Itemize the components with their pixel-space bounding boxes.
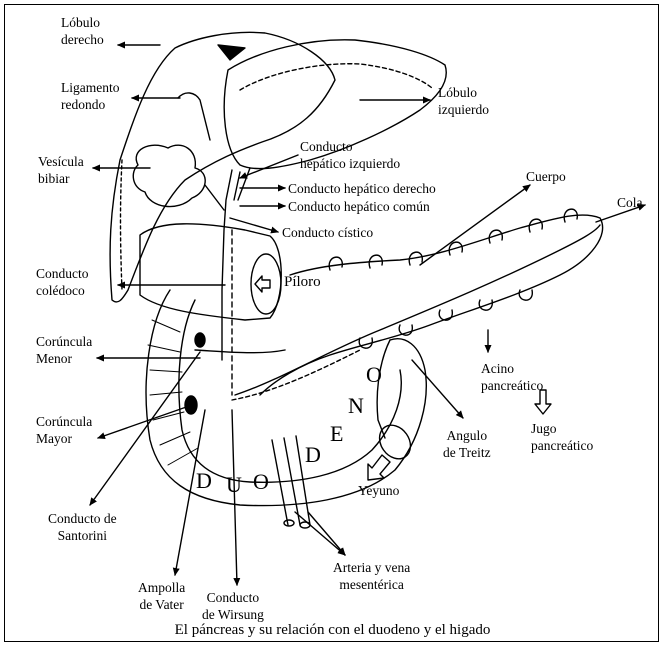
label-yeyuno: Yeyuno <box>358 482 399 499</box>
gallbladder <box>133 145 205 206</box>
duodeno-letter-2: U <box>226 472 242 498</box>
pylorus-arrow <box>255 276 270 292</box>
label-piloro: Píloro <box>284 274 321 291</box>
liver-left-lobe-edge <box>240 64 432 90</box>
duodeno-letter-4: D <box>305 442 321 468</box>
label-conducto-hepatico-derecho: Conducto hepático derecho <box>288 180 436 197</box>
duodeno-letter-1: D <box>196 468 212 494</box>
pancreas <box>260 215 603 395</box>
vessel-cut-1 <box>284 520 294 526</box>
label-cola: Cola <box>617 194 643 211</box>
wirsung-duct <box>235 225 600 395</box>
duodeno-letter-6: N <box>348 393 364 419</box>
duodeno-letter-5: E <box>330 421 343 447</box>
wirsung-duct-2 <box>232 350 360 400</box>
minor-papilla <box>195 333 205 347</box>
santorini-duct <box>195 350 285 353</box>
label-conducto-hepatico-comun: Conducto hepático común <box>288 198 430 215</box>
figure-caption: El páncreas y su relación con el duodeno… <box>0 622 665 639</box>
bile-ducts <box>205 168 250 360</box>
liver-right-lobe-edge <box>121 160 123 290</box>
label-conducto-cistico: Conducto cístico <box>282 224 373 241</box>
round-ligament <box>178 93 210 140</box>
label-cuerpo: Cuerpo <box>526 168 566 185</box>
duodeno-letter-3: O <box>253 469 269 495</box>
duodeno-letter-7: O <box>366 362 382 388</box>
duodenum-inner <box>179 300 401 482</box>
duodenum-folds <box>148 320 198 465</box>
falciform-notch <box>218 45 245 60</box>
jejunum <box>377 340 390 438</box>
